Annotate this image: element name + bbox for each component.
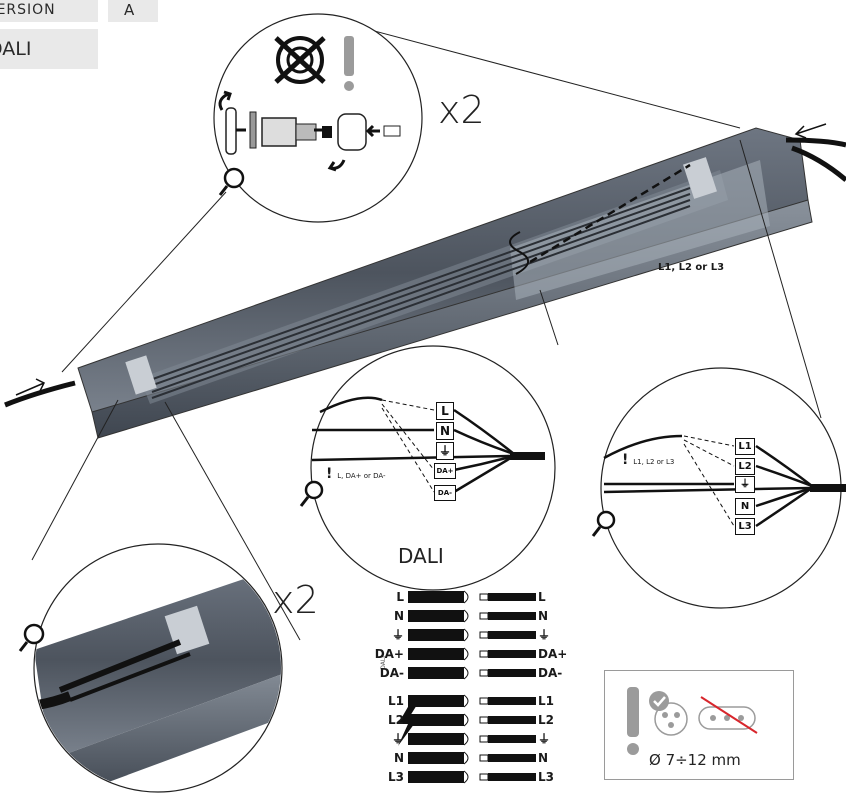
phase-note: ! L1, L2 or L3 <box>622 452 675 468</box>
cable-diameter: Ø 7÷12 mm <box>649 751 741 769</box>
dali-terminal-earth: ⏚ <box>436 442 454 460</box>
legend-right-label: L2 <box>538 713 554 727</box>
legend-plug <box>408 648 464 660</box>
legend-right-label: DA- <box>538 666 563 680</box>
legend-socket <box>488 593 536 601</box>
legend-plug <box>408 695 464 707</box>
legend-right-label: L1 <box>538 694 554 708</box>
phase-terminal-l3: L3 <box>735 518 755 535</box>
legend-left-label: L1 <box>388 694 404 708</box>
leader-lines <box>31 15 822 641</box>
warning-icon <box>344 36 354 76</box>
phase-terminal-earth: ⏚ <box>735 476 755 493</box>
legend-plug-cap <box>463 590 469 604</box>
legend-socket <box>488 612 536 620</box>
power-cable <box>4 123 846 408</box>
legend-socket <box>488 735 536 743</box>
legend-plug-cap <box>463 628 469 642</box>
legend-plug-cap <box>463 666 469 680</box>
legend-plug-cap <box>463 770 469 784</box>
dali-terminal-l: L <box>436 402 454 420</box>
legend-plug-cap <box>463 694 469 708</box>
phase-note-text: L1, L2 or L3 <box>633 458 675 466</box>
legend-right-label: L3 <box>538 770 554 784</box>
legend-socket <box>488 631 536 639</box>
magnifier-icon <box>18 623 45 652</box>
luminaire-housing <box>77 127 813 439</box>
dali-wiring-detail <box>299 345 556 591</box>
phase-label: L1, L2 or L3 <box>658 262 725 273</box>
dali-terminal-n: N <box>436 422 454 440</box>
check-icon <box>649 691 669 711</box>
legend-plug <box>408 610 464 622</box>
legend-socket <box>488 697 536 705</box>
legend-right-label: N <box>538 609 549 623</box>
legend-right-label: DA+ <box>538 647 568 661</box>
legend-left-label: L3 <box>388 770 404 784</box>
legend-left-label: ⏚ <box>391 628 404 642</box>
connector-detail <box>18 543 283 793</box>
legend-socket <box>488 773 536 781</box>
version-label: VERSION <box>0 2 56 18</box>
magnifier-icon <box>218 167 245 196</box>
cable-note-graphic <box>627 687 758 755</box>
gland-multiplier: x2 <box>438 88 485 132</box>
legend-plug <box>408 667 464 679</box>
phase-terminal-l2: L2 <box>735 458 755 475</box>
legend-left-label: L <box>396 590 404 604</box>
legend-plug <box>408 591 464 603</box>
legend-right-label: L <box>538 590 546 604</box>
dali-note-text: L, DA+ or DA- <box>337 472 386 480</box>
legend-plug <box>408 733 464 745</box>
legend-socket <box>488 716 536 724</box>
dali-terminal-da-plus: DA+ <box>434 463 456 479</box>
prohibited-icon <box>700 696 758 734</box>
magnifier-icon <box>591 510 616 537</box>
dali-note: ! L, DA+ or DA- <box>326 466 386 482</box>
legend-left-label: DA- <box>379 666 404 680</box>
legend-left-label: ⏚ <box>391 732 404 746</box>
cable-diameter-note: Ø 7÷12 mm <box>604 670 794 780</box>
legend-plug-cap <box>463 609 469 623</box>
legend-socket <box>488 754 536 762</box>
legend-right-label: ⏚ <box>538 732 551 746</box>
magnifier-icon <box>299 480 324 507</box>
legend-plug-cap <box>463 751 469 765</box>
legend-left-label: L2 <box>388 713 404 727</box>
dali-terminal-da-minus: DA- <box>434 485 456 501</box>
dali-caption: DALI <box>398 544 444 568</box>
version-header: VERSION <box>0 0 98 22</box>
legend-plug-cap <box>463 732 469 746</box>
cable-gland-detail <box>213 13 423 223</box>
connector-multiplier: x2 <box>272 578 319 622</box>
legend-plug <box>408 629 464 641</box>
phase-wiring-detail <box>591 367 846 609</box>
legend-left-label: N <box>393 609 404 623</box>
revision-cell: A <box>108 0 158 22</box>
phase-terminal-l1: L1 <box>735 438 755 455</box>
type-cell: DALI <box>0 29 98 69</box>
legend-socket <box>488 669 536 677</box>
legend-plug-cap <box>463 713 469 727</box>
legend-socket <box>488 650 536 658</box>
warning-icon <box>627 687 639 737</box>
legend-plug <box>408 714 464 726</box>
legend-plug <box>408 752 464 764</box>
legend-plug <box>408 771 464 783</box>
legend-connectors <box>408 590 536 784</box>
legend-left-label: DA+ <box>374 647 404 661</box>
legend-right-label: N <box>538 751 549 765</box>
legend-right-label: ⏚ <box>538 628 551 642</box>
phase-terminal-n: N <box>735 498 755 515</box>
legend-plug-cap <box>463 647 469 661</box>
legend-left-label: N <box>393 751 404 765</box>
